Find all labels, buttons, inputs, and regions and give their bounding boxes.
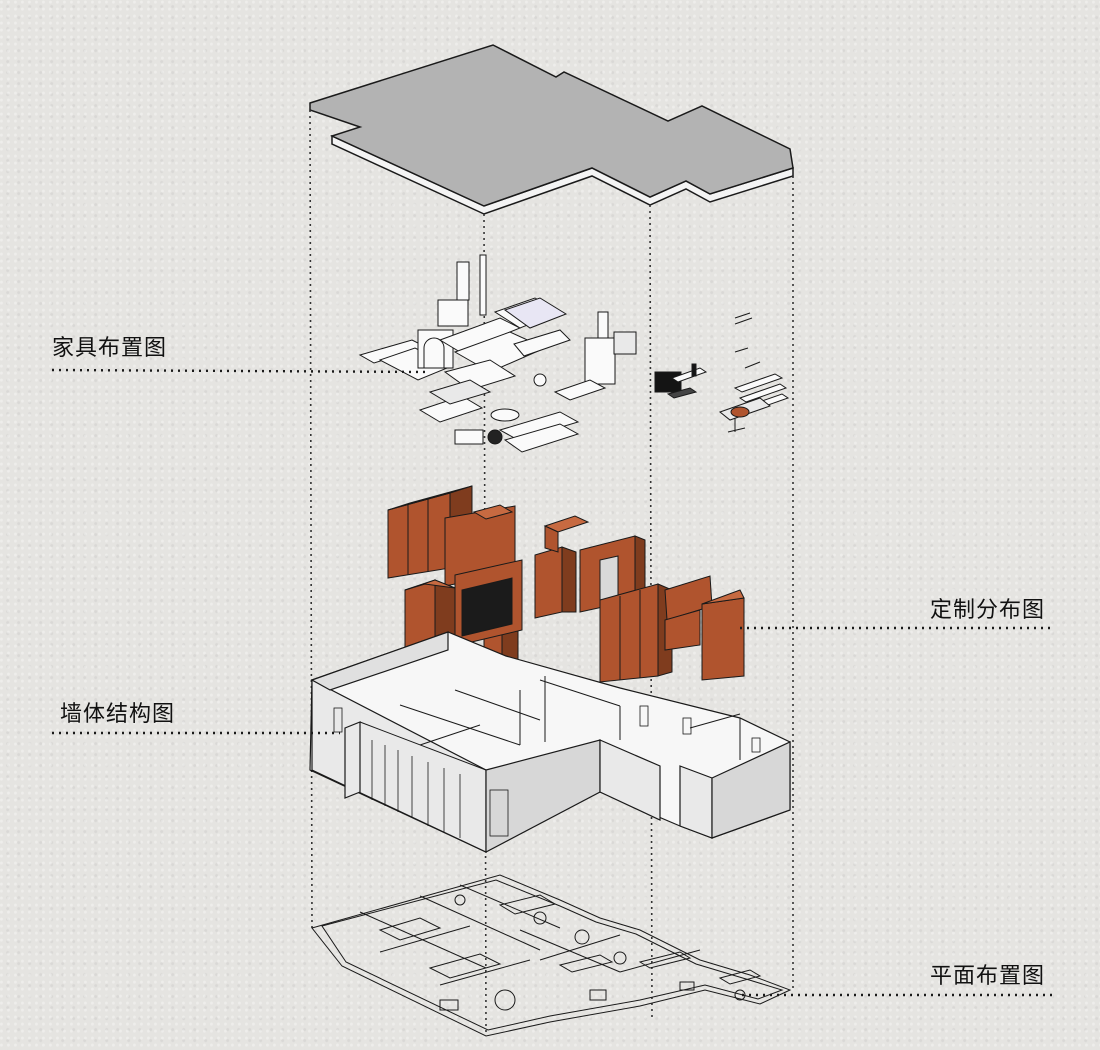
label-furniture-layout: 家具布置图: [52, 336, 168, 361]
wall-structure-layer: [309, 631, 791, 853]
label-floor-plan: 平面布置图: [930, 964, 1046, 989]
label-wall-structure: 墙体结构图: [60, 702, 176, 727]
leader-lines: [51, 368, 1052, 997]
floor-plan-layer: [311, 874, 792, 1037]
roof-slab: [309, 44, 794, 215]
custom-cabinet-layer: [387, 485, 745, 691]
furniture-layer: [358, 254, 790, 453]
label-custom-distribution: 定制分布图: [930, 598, 1046, 623]
